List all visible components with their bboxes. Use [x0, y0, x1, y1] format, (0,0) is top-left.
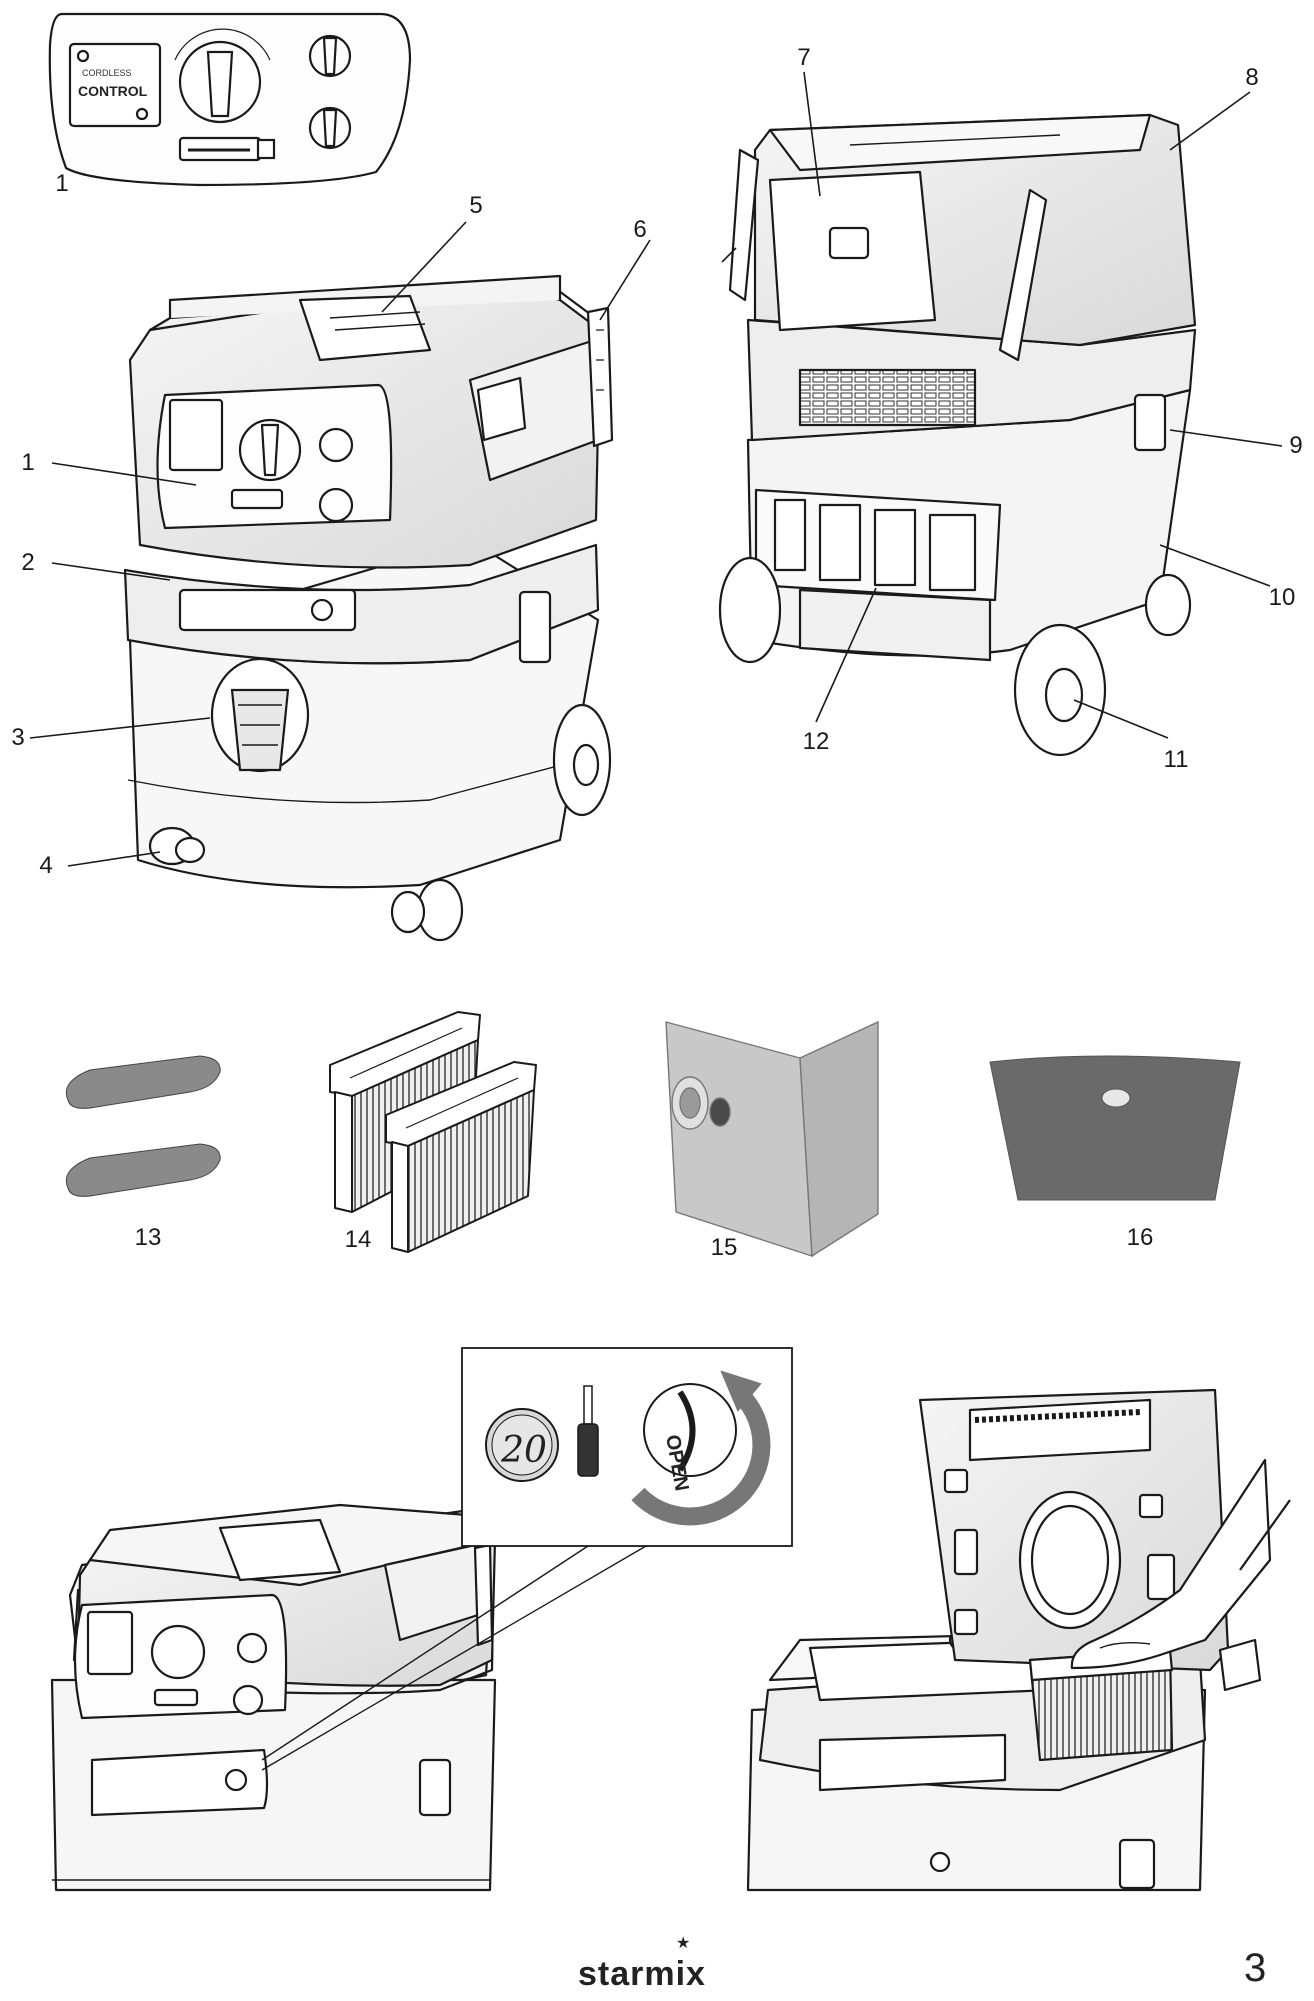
callout-15: 15 [710, 1234, 738, 1261]
callout-12: 12 [802, 728, 830, 755]
accessory-flat-filters [329, 1011, 537, 1253]
callout-1-detail: 1 [55, 170, 69, 197]
callout-1: 1 [21, 449, 35, 476]
coin-value-label: 20 [500, 1430, 547, 1471]
vacuum-rear-view [718, 113, 1197, 757]
brand-star-icon: ★ [676, 1935, 691, 1952]
accessory-disposal-bag [989, 1055, 1241, 1201]
screwdriver-icon [577, 1385, 599, 1477]
callout-16: 16 [1126, 1224, 1154, 1251]
brand-logo: starmix [578, 1955, 706, 1993]
callout-13: 13 [134, 1224, 162, 1251]
callout-14: 14 [344, 1226, 372, 1253]
callout-10: 10 [1268, 584, 1296, 611]
accessory-gaskets [65, 1055, 221, 1197]
callout-7: 7 [797, 44, 811, 71]
callout-leaders-rear [721, 71, 1283, 739]
callout-3: 3 [11, 724, 25, 751]
page-number: 3 [1244, 1946, 1267, 1990]
callout-6: 6 [633, 216, 647, 243]
vacuum-front-partial [50, 1503, 497, 1892]
callout-9: 9 [1289, 432, 1303, 459]
accessory-filter-bag [665, 1020, 879, 1258]
rotate-open-icon [631, 1370, 771, 1526]
callout-8: 8 [1245, 64, 1259, 91]
callout-4: 4 [39, 852, 53, 879]
callout-11: 11 [1163, 746, 1189, 773]
control-panel-detail [48, 12, 412, 187]
panel-control-label: CONTROL [78, 83, 148, 99]
panel-cordless-label: CORDLESS [82, 68, 132, 78]
callout-leaders-front [29, 221, 651, 867]
vacuum-front-view [123, 274, 614, 942]
vacuum-open-lid [746, 1388, 1291, 1892]
coin-icon [485, 1408, 559, 1482]
callout-2: 2 [21, 549, 35, 576]
callout-5: 5 [469, 192, 483, 219]
